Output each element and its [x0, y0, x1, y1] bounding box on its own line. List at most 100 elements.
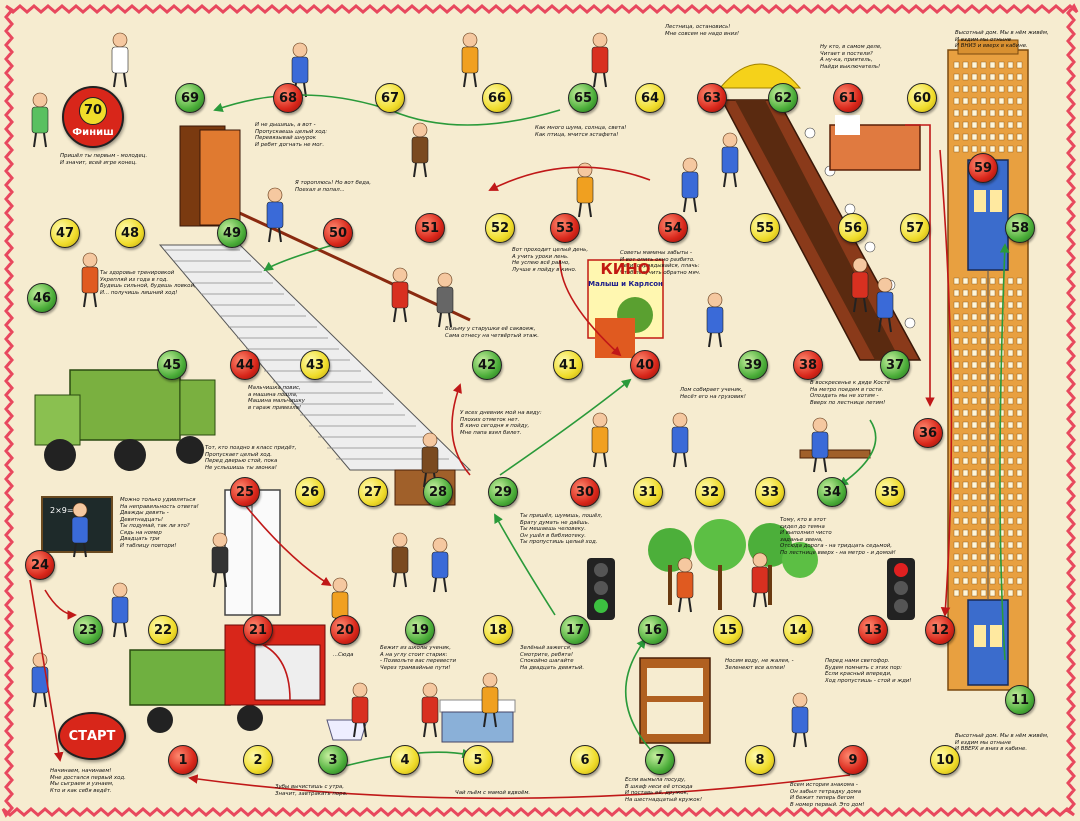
arrow-7-to-16: [625, 638, 661, 761]
board-cell-32[interactable]: 32: [695, 477, 725, 507]
board-cell-36[interactable]: 36: [913, 418, 943, 448]
board-cell-61[interactable]: 61: [833, 83, 863, 113]
board-cell-21[interactable]: 21: [243, 615, 273, 645]
board-cell-45[interactable]: 45: [157, 350, 187, 380]
verse-line: ...Сюда: [333, 652, 354, 658]
board-cell-51[interactable]: 51: [415, 213, 445, 243]
board-cell-11[interactable]: 11: [1005, 685, 1035, 715]
verse-line: Двадцать три: [120, 536, 160, 542]
verse-line: Сама отнесу на четвёртый этаж.: [445, 332, 539, 339]
board-cell-10[interactable]: 10: [930, 745, 960, 775]
board-cell-17[interactable]: 17: [560, 615, 590, 645]
board-cell-63[interactable]: 63: [697, 83, 727, 113]
board-cell-24[interactable]: 24: [25, 550, 55, 580]
board-cell-20[interactable]: 20: [330, 615, 360, 645]
verse-line: Смотрите, ребята!: [520, 651, 573, 658]
start-cell[interactable]: СТАРТ: [58, 712, 126, 760]
verse-39: Лом собирает ученик,Несёт его на грузови…: [680, 387, 760, 400]
board-cell-56[interactable]: 56: [838, 213, 868, 243]
board-cell-46[interactable]: 46: [27, 283, 57, 313]
bed-illustration: [829, 115, 921, 171]
verse-line: На шестнадцатый кружок!: [625, 796, 703, 803]
board-cell-41[interactable]: 41: [553, 350, 583, 380]
board-cell-27[interactable]: 27: [358, 477, 388, 507]
board-cell-4[interactable]: 4: [390, 745, 420, 775]
board-cell-3[interactable]: 3: [318, 745, 348, 775]
verse-40: Вот проходит целый день,А учить уроки ле…: [512, 247, 602, 273]
verse-line: Мы сыграем и узнаем,: [50, 781, 114, 787]
verse-line: В номер первый. Это дом!: [790, 801, 865, 808]
board-cell-1[interactable]: 1: [168, 745, 198, 775]
verse-line: Найди выключатель!: [820, 63, 881, 70]
verse-line: Значит, завтракать пора.: [275, 790, 348, 797]
board-cell-57[interactable]: 57: [900, 213, 930, 243]
verse-line: Перевязывай шнурок: [255, 135, 316, 141]
board-cell-15[interactable]: 15: [713, 615, 743, 645]
board-cell-33[interactable]: 33: [755, 477, 785, 507]
finish-cell[interactable]: 70 Финиш: [62, 86, 124, 148]
board-cell-5[interactable]: 5: [463, 745, 493, 775]
board-cell-40[interactable]: 40: [630, 350, 660, 380]
board-cell-6[interactable]: 6: [570, 745, 600, 775]
kino-subtitle: Малыш и Карлсон: [588, 280, 663, 288]
verse-line: Если красный впереди,: [825, 671, 892, 677]
board-cell-53[interactable]: 53: [550, 213, 580, 243]
board-cell-29[interactable]: 29: [488, 477, 518, 507]
board-cell-59[interactable]: 59: [968, 153, 998, 183]
verse-line: Пропускаешь целый ход:: [255, 128, 328, 135]
board-cell-55[interactable]: 55: [750, 213, 780, 243]
board-cell-49[interactable]: 49: [217, 218, 247, 248]
board-cell-38[interactable]: 38: [793, 350, 823, 380]
board-cell-25[interactable]: 25: [230, 477, 260, 507]
board-cell-35[interactable]: 35: [875, 477, 905, 507]
board-cell-13[interactable]: 13: [858, 615, 888, 645]
traffic-light-left: [587, 558, 615, 620]
board-cell-31[interactable]: 31: [633, 477, 663, 507]
board-cell-22[interactable]: 22: [148, 615, 178, 645]
verse-line: Ты пришёл, шумишь, пошёл,: [520, 513, 603, 519]
board-cell-60[interactable]: 60: [907, 83, 937, 113]
verse-line: Возьму у старушки её саквояж,: [445, 326, 536, 332]
board-cell-52[interactable]: 52: [485, 213, 515, 243]
board-cell-69[interactable]: 69: [175, 83, 205, 113]
board-cell-34[interactable]: 34: [817, 477, 847, 507]
board-cell-42[interactable]: 42: [472, 350, 502, 380]
board-cell-19[interactable]: 19: [405, 615, 435, 645]
verse-line: Если вымыла посуду,: [625, 777, 686, 783]
board-cell-68[interactable]: 68: [273, 83, 303, 113]
board-cell-26[interactable]: 26: [295, 477, 325, 507]
verse-line: И значит, всей игре конец.: [60, 159, 137, 166]
board-cell-58[interactable]: 58: [1005, 213, 1035, 243]
board-cell-14[interactable]: 14: [783, 615, 813, 645]
board-cell-28[interactable]: 28: [423, 477, 453, 507]
board-cell-23[interactable]: 23: [73, 615, 103, 645]
board-cell-8[interactable]: 8: [745, 745, 775, 775]
truck-illustration: [34, 369, 216, 471]
board-cell-39[interactable]: 39: [738, 350, 768, 380]
board-cell-65[interactable]: 65: [568, 83, 598, 113]
verse-line: Укрепляй из года в год.: [100, 276, 169, 283]
board-cell-66[interactable]: 66: [482, 83, 512, 113]
board-cell-43[interactable]: 43: [300, 350, 330, 380]
board-cell-67[interactable]: 67: [375, 83, 405, 113]
verse-line: Будешь сильной, будешь ловкой,: [100, 283, 196, 289]
board-cell-9[interactable]: 9: [838, 745, 868, 775]
board-cell-62[interactable]: 62: [768, 83, 798, 113]
board-cell-12[interactable]: 12: [925, 615, 955, 645]
board-cell-64[interactable]: 64: [635, 83, 665, 113]
board-cell-47[interactable]: 47: [50, 218, 80, 248]
board-cell-2[interactable]: 2: [243, 745, 273, 775]
board-cell-48[interactable]: 48: [115, 218, 145, 248]
board-cell-54[interactable]: 54: [658, 213, 688, 243]
board-cell-7[interactable]: 7: [645, 745, 675, 775]
board-cell-30[interactable]: 30: [570, 477, 600, 507]
board-cell-44[interactable]: 44: [230, 350, 260, 380]
board-cell-18[interactable]: 18: [483, 615, 513, 645]
board-cell-37[interactable]: 37: [880, 350, 910, 380]
verse-7: Если вымыла посуду,В шкаф неси её отсюда…: [625, 777, 735, 803]
board-cell-16[interactable]: 16: [638, 615, 668, 645]
verse-25: Тот, кто поздно в класс придёт,Пропускае…: [205, 445, 320, 471]
board-cell-50[interactable]: 50: [323, 218, 353, 248]
